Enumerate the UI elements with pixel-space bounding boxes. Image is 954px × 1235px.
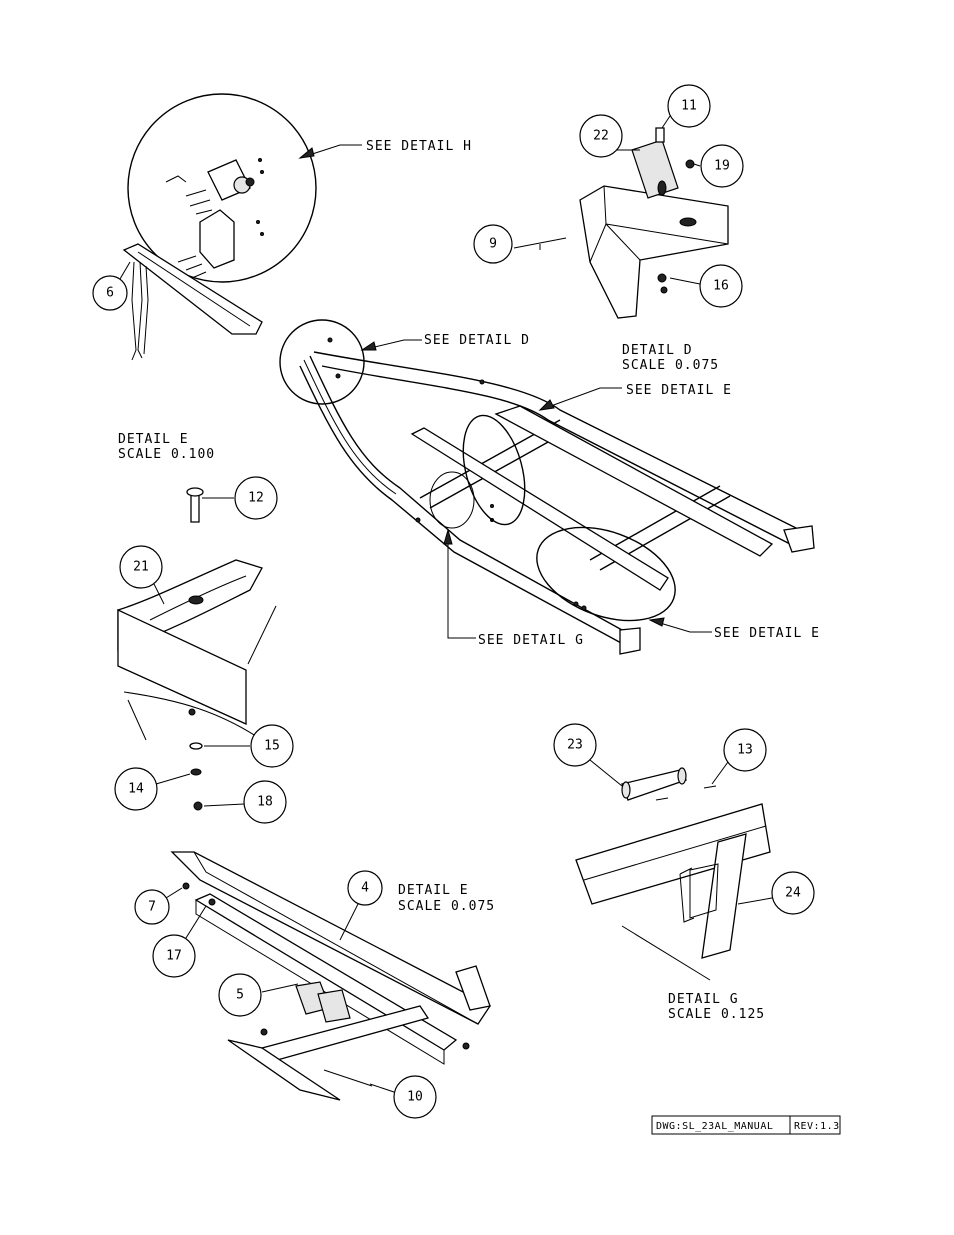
detail-e-ellipse-upper <box>462 414 526 526</box>
see-detail-g-label: SEE DETAIL G <box>478 633 584 648</box>
revision-number: REV:1.3 <box>794 1121 840 1132</box>
detail-d-title: DETAIL D <box>622 343 693 358</box>
see-detail-e-top-label: SEE DETAIL E <box>626 383 732 398</box>
svg-text:6: 6 <box>106 286 114 301</box>
detail-g-step: 23 13 24 DETAIL G SCALE 0.125 <box>553 723 815 1022</box>
bolt-13 <box>703 785 717 789</box>
balloon-18 <box>243 780 287 824</box>
balloon-6 <box>92 275 128 311</box>
svg-text:9: 9 <box>489 237 497 252</box>
bunk-board-right <box>494 405 774 557</box>
balloon-23 <box>553 723 597 767</box>
svg-text:23: 23 <box>567 738 583 753</box>
svg-text:17: 17 <box>166 949 182 964</box>
frame-left-rail <box>309 355 641 641</box>
balloon-5 <box>218 973 262 1017</box>
svg-text:5: 5 <box>236 988 244 1003</box>
keel-bracket-plate <box>117 608 247 726</box>
bolt-10 <box>323 1069 373 1087</box>
balloon-14 <box>114 767 158 811</box>
balloon-4 <box>347 870 383 906</box>
bunk-board <box>170 851 491 1025</box>
detail-e-bunk-bracket: 7 17 4 DETAIL E SCALE 0.075 5 10 <box>134 851 495 1119</box>
balloon-7 <box>134 889 170 925</box>
bunk-board-left <box>410 427 669 591</box>
see-detail-e-bottom-label: SEE DETAIL E <box>714 626 820 641</box>
drawing-number: DWG:SL_23AL_MANUAL <box>656 1121 773 1132</box>
detail-e1-title: DETAIL E <box>118 432 189 447</box>
svg-text:18: 18 <box>257 795 273 810</box>
bow-stop-assembly: 22 11 19 9 16 <box>473 84 744 319</box>
svg-text:15: 15 <box>264 739 280 754</box>
svg-text:11: 11 <box>681 99 697 114</box>
detail-e2-title: DETAIL E <box>398 883 469 898</box>
see-detail-d-label: SEE DETAIL D <box>424 333 530 348</box>
detail-h-winch-stand: SEE DETAIL H 6 <box>92 93 472 361</box>
balloon-11 <box>667 84 711 128</box>
svg-text:14: 14 <box>128 782 144 797</box>
balloon-9 <box>473 224 513 264</box>
bow-stop-pad <box>631 139 679 199</box>
svg-text:22: 22 <box>593 129 609 144</box>
svg-text:10: 10 <box>407 1090 423 1105</box>
svg-text:7: 7 <box>148 900 156 915</box>
bolt-9 <box>513 237 567 250</box>
svg-text:24: 24 <box>785 886 801 901</box>
balloon-12 <box>234 476 278 520</box>
balloon-10 <box>393 1075 437 1119</box>
winch-strap <box>131 261 149 361</box>
bunk-bracket-rail <box>194 893 458 1051</box>
winch-bracket <box>199 209 235 269</box>
balloon-17 <box>152 934 196 978</box>
svg-text:12: 12 <box>248 491 264 506</box>
balloon-24 <box>771 871 815 915</box>
balloon-22 <box>579 114 623 158</box>
balloon-19 <box>700 144 744 188</box>
detail-e-keel-roller: DETAIL E SCALE 0.100 12 21 15 14 18 <box>114 432 294 824</box>
detail-e2-scale: SCALE 0.075 <box>398 899 495 914</box>
detail-e1-scale: SCALE 0.100 <box>118 447 215 462</box>
detail-g-scale: SCALE 0.125 <box>668 1007 765 1022</box>
see-detail-h-label: SEE DETAIL H <box>366 139 472 154</box>
detail-g-title: DETAIL G <box>668 992 739 1007</box>
nut-18 <box>193 801 203 811</box>
detail-d-circle <box>279 319 365 405</box>
mount-bracket <box>227 1039 341 1101</box>
balloon-15 <box>250 724 294 768</box>
detail-e-ellipse-lower <box>536 526 676 622</box>
pin-12 <box>190 493 200 523</box>
title-block: DWG:SL_23AL_MANUAL REV:1.3 <box>651 1115 841 1135</box>
washer-15 <box>189 742 203 750</box>
balloon-13 <box>723 728 767 772</box>
balloon-16 <box>699 264 743 308</box>
step-bracket-24 <box>701 833 747 959</box>
detail-d-scale: SCALE 0.075 <box>622 358 719 373</box>
trailer-frame: SEE DETAIL D SEE DETAIL E DETAIL D SCALE… <box>279 319 820 655</box>
svg-text:13: 13 <box>737 743 753 758</box>
svg-text:16: 16 <box>713 279 729 294</box>
bolt-11 <box>655 127 665 143</box>
detail-h-circle <box>127 93 317 283</box>
balloon-21 <box>119 545 163 589</box>
svg-text:21: 21 <box>133 560 149 575</box>
svg-text:4: 4 <box>361 881 369 896</box>
step-plate-23 <box>621 769 687 801</box>
svg-text:19: 19 <box>714 159 730 174</box>
